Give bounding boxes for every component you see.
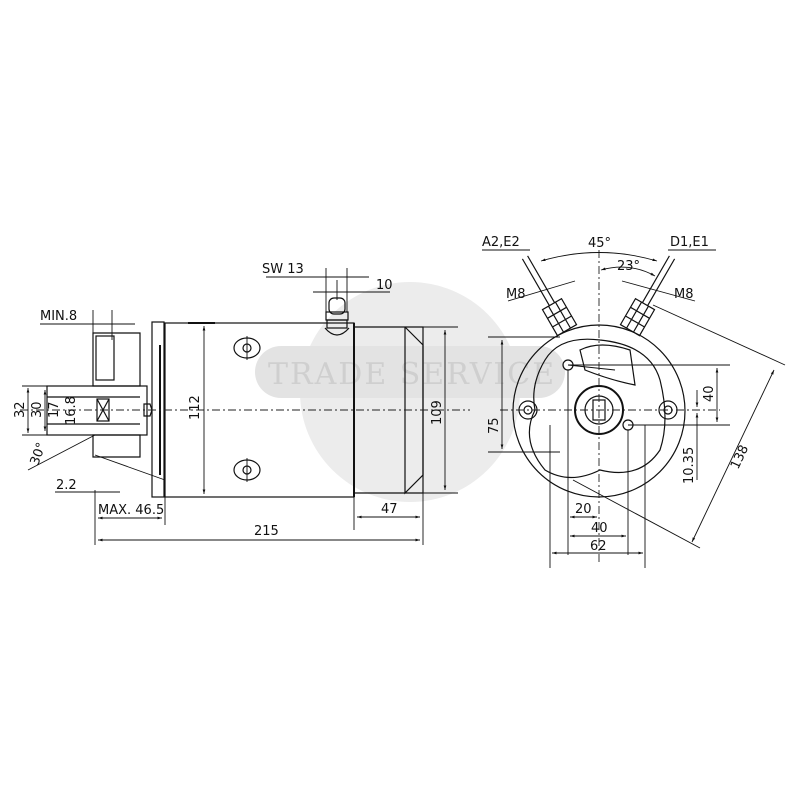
dim-m8-left: M8 <box>506 287 526 302</box>
dim-20: 20 <box>575 502 592 517</box>
terminal-a2-e2 <box>521 255 578 337</box>
dim-215: 215 <box>254 524 279 539</box>
terminal-stud <box>324 280 350 336</box>
dim-max-46-5: MAX. 46.5 <box>98 503 164 518</box>
dim-75: 75 <box>487 417 502 434</box>
dim-10: 10 <box>376 278 393 293</box>
watermark: TRADE SERVICE <box>255 282 565 502</box>
dim-23-degrees: 23° <box>617 259 640 274</box>
label-d1-e1: D1,E1 <box>670 235 709 250</box>
screw-top <box>233 336 261 360</box>
dim-min-8: MIN.8 <box>40 309 77 324</box>
brush-plate <box>528 338 666 479</box>
dim-62: 62 <box>590 539 607 554</box>
dim-10-35: 10.35 <box>682 447 697 484</box>
label-a2-e2: A2,E2 <box>482 235 520 250</box>
dim-2-2: 2.2 <box>56 478 77 493</box>
dim-17: 17 <box>47 401 62 418</box>
dim-16-8: 16.8 <box>64 396 79 425</box>
end-view: A2,E2 D1,E1 45° 23° M8 M8 75 40 10.35 13… <box>482 235 786 568</box>
dim-45-degrees: 45° <box>588 236 611 251</box>
dim-40-horizontal: 40 <box>591 521 608 536</box>
dim-40-vertical: 40 <box>702 385 717 402</box>
terminal-d1-e1 <box>619 255 676 337</box>
dim-30-degrees: 30° <box>28 441 50 468</box>
flange-plate <box>151 321 165 498</box>
dim-112: 112 <box>188 395 203 420</box>
dim-32: 32 <box>13 401 28 418</box>
screw-bottom <box>233 458 261 482</box>
side-view: 112 109 SW 13 10 47 215 MAX. 46.5 2.2 MI… <box>13 262 470 545</box>
shaft <box>46 385 148 436</box>
dim-109: 109 <box>430 400 445 425</box>
dim-sw13: SW 13 <box>262 262 304 277</box>
dim-138: 138 <box>728 443 752 472</box>
watermark-text: TRADE SERVICE <box>268 357 556 392</box>
dim-47: 47 <box>381 502 398 517</box>
dim-m8-right: M8 <box>674 287 694 302</box>
dim-30: 30 <box>30 401 45 418</box>
